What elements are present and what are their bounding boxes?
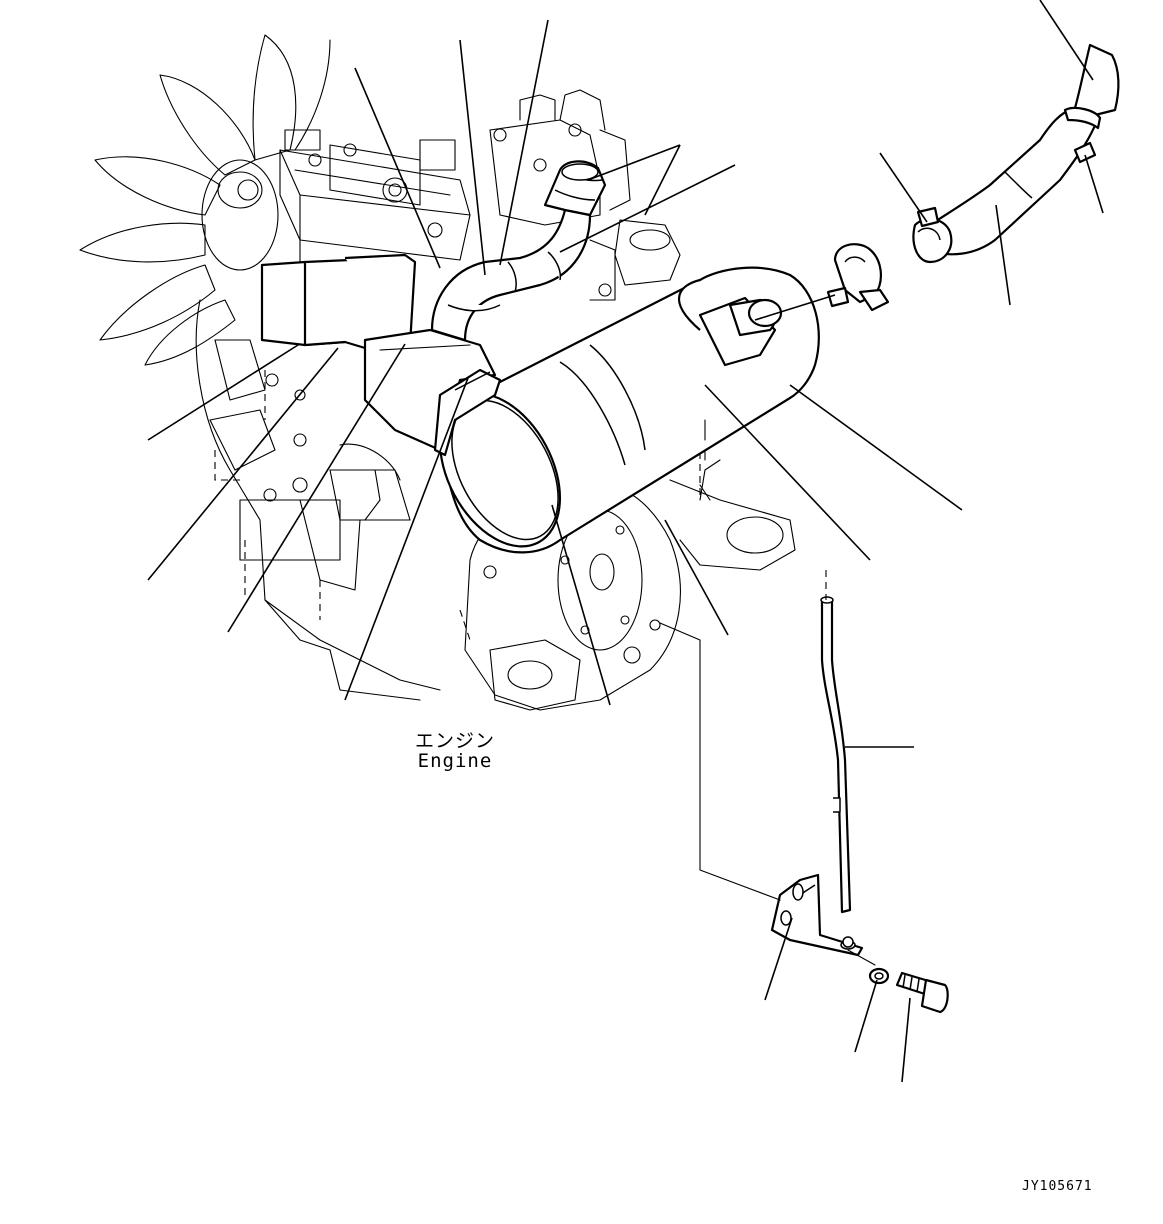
connection-guides (659, 484, 876, 966)
drawing-code: JY105671 (1022, 1179, 1093, 1194)
support-rod (820, 570, 852, 914)
muffler (438, 266, 820, 554)
engine-label-en: Engine (417, 750, 493, 772)
l-bracket (770, 873, 864, 957)
outlet-clamp (826, 243, 890, 312)
cooling-fan (79, 34, 331, 366)
callout-leader-lines (147, 0, 1104, 1083)
muffler-strap (433, 368, 502, 457)
bolt (895, 971, 949, 1014)
engine-label-ja: エンジン (414, 730, 495, 752)
exhaust-pipe-elbow (430, 160, 607, 342)
washer (868, 967, 890, 985)
insulator-covers (260, 253, 497, 452)
tail-pipe (912, 43, 1120, 264)
engine-top-right (489, 89, 681, 301)
